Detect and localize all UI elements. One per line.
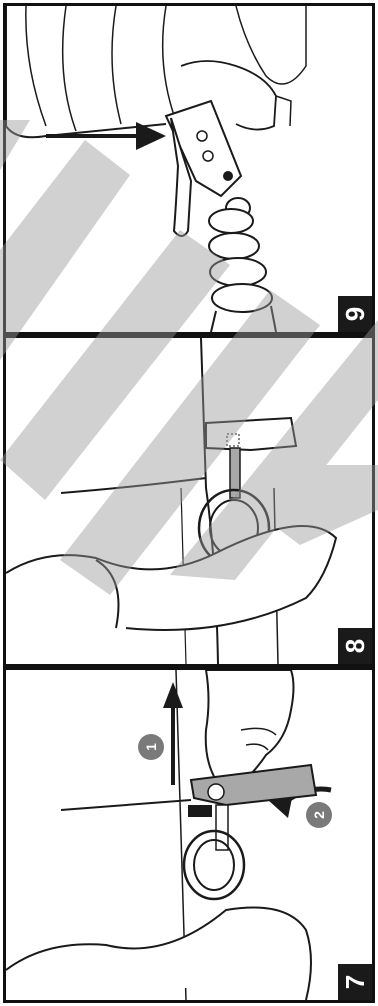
panel-step-8: 8 <box>3 335 375 667</box>
step-label-1: 1 <box>143 743 159 751</box>
step-number: 8 <box>342 639 368 653</box>
illustration-hitch-connection <box>6 6 372 332</box>
step-badge-2: 2 <box>306 802 332 828</box>
step-label-2: 2 <box>311 811 327 819</box>
step-number-badge: 8 <box>338 628 372 664</box>
step-badge-1: 1 <box>138 734 164 760</box>
step-number-badge: 7 <box>338 964 372 1000</box>
panel-step-7: 1 2 7 <box>3 667 375 1003</box>
step-number-badge: 9 <box>338 296 372 332</box>
step-number: 7 <box>342 975 368 989</box>
illustration-clip-insertion <box>6 338 372 664</box>
panel-step-9: 9 <box>3 3 375 335</box>
step-number: 9 <box>342 307 368 321</box>
illustration-pull-pin: 1 2 <box>6 670 372 1000</box>
